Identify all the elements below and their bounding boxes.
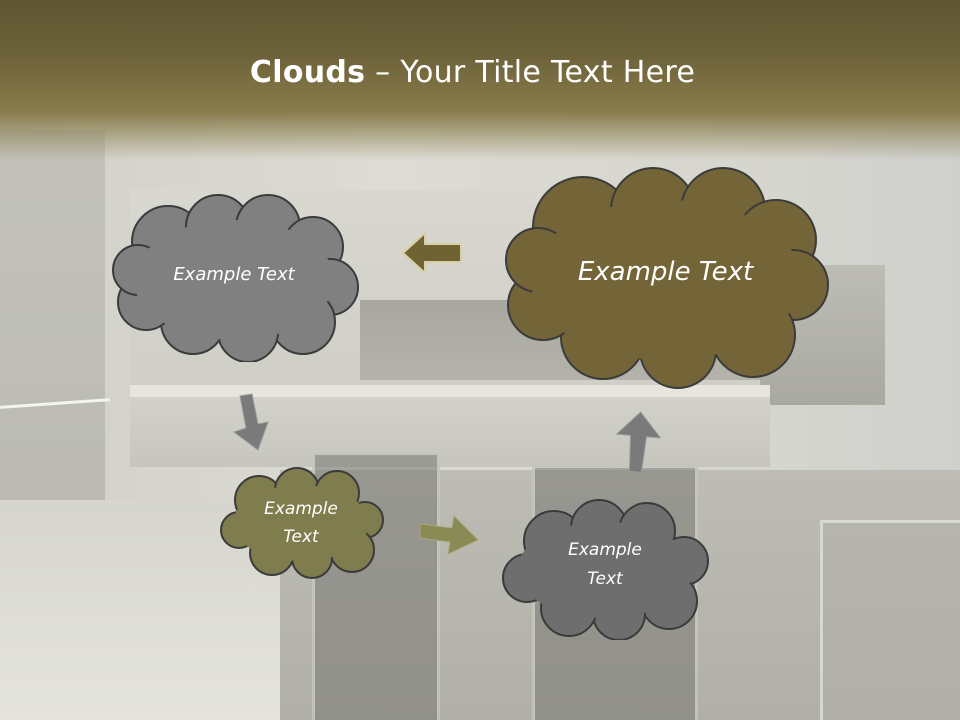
cloud-bottom-right[interactable]: Example Text: [499, 496, 711, 640]
cloud-top-right[interactable]: Example Text: [498, 165, 833, 390]
arrow-down-icon[interactable]: [228, 392, 282, 452]
arrow-up-icon[interactable]: [612, 410, 664, 474]
title-rest: Your Title Text Here: [400, 55, 696, 90]
cloud-text: Example Text: [217, 495, 385, 551]
cloud-text-line: Example: [264, 499, 338, 519]
arrow-right-icon[interactable]: [418, 512, 480, 556]
title-bold: Clouds: [249, 55, 366, 90]
header-band: [0, 0, 960, 160]
cloud-middle-left[interactable]: Example Text: [217, 465, 385, 580]
cloud-text: Example Text: [499, 536, 711, 594]
cloud-shape: [112, 194, 359, 362]
cloud-text-line: Text: [283, 527, 319, 547]
background-counter: [130, 385, 770, 397]
cloud-shape: [505, 167, 829, 389]
background-lower-cabinet: [130, 397, 770, 467]
slide-title[interactable]: Clouds – Your Title Text Here: [0, 55, 945, 90]
cloud-shape: [502, 499, 709, 640]
arrow-left-icon[interactable]: [400, 230, 464, 276]
cloud-text: Example Text: [173, 264, 295, 285]
background-chair: [820, 520, 960, 720]
cloud-top-left[interactable]: Example Text: [108, 192, 360, 362]
cloud-shape: [220, 467, 384, 579]
cloud-text-line: Example: [568, 540, 642, 560]
title-dash: –: [365, 55, 401, 90]
cloud-text: Example Text: [577, 257, 754, 287]
cloud-text-line: Text: [587, 569, 623, 589]
